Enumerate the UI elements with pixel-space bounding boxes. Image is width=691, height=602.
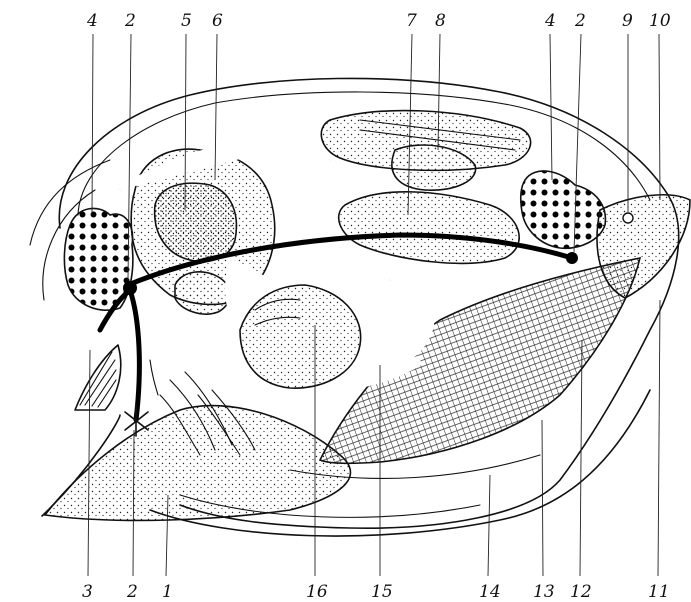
callout-7: 7 — [406, 11, 417, 31]
callout-2-right: 2 — [574, 11, 586, 31]
callout-4-left: 4 — [86, 11, 98, 31]
callout-4-right: 4 — [544, 11, 556, 31]
callout-5: 5 — [181, 11, 192, 31]
callout-10: 10 — [649, 11, 671, 31]
callout-11: 11 — [648, 582, 670, 602]
siphon — [597, 195, 690, 298]
callout-9: 9 — [622, 11, 633, 31]
callouts-bottom: 3 2 1 16 15 14 13 12 11 — [82, 582, 670, 602]
callouts-top: 4 2 5 6 7 8 4 2 9 10 — [86, 11, 671, 31]
callout-13: 13 — [533, 582, 555, 602]
callout-12: 12 — [570, 582, 592, 602]
callout-15: 15 — [371, 582, 393, 602]
callout-14: 14 — [479, 582, 501, 602]
visceral-ganglion-right — [521, 171, 606, 248]
callout-16: 16 — [306, 582, 328, 602]
callout-1: 1 — [162, 582, 173, 602]
callout-2-bottom: 2 — [126, 582, 138, 602]
callout-8: 8 — [435, 11, 446, 31]
callout-6: 6 — [212, 11, 223, 31]
callout-2-left: 2 — [124, 11, 136, 31]
callout-3: 3 — [82, 582, 93, 602]
byssal-fan — [75, 345, 121, 410]
